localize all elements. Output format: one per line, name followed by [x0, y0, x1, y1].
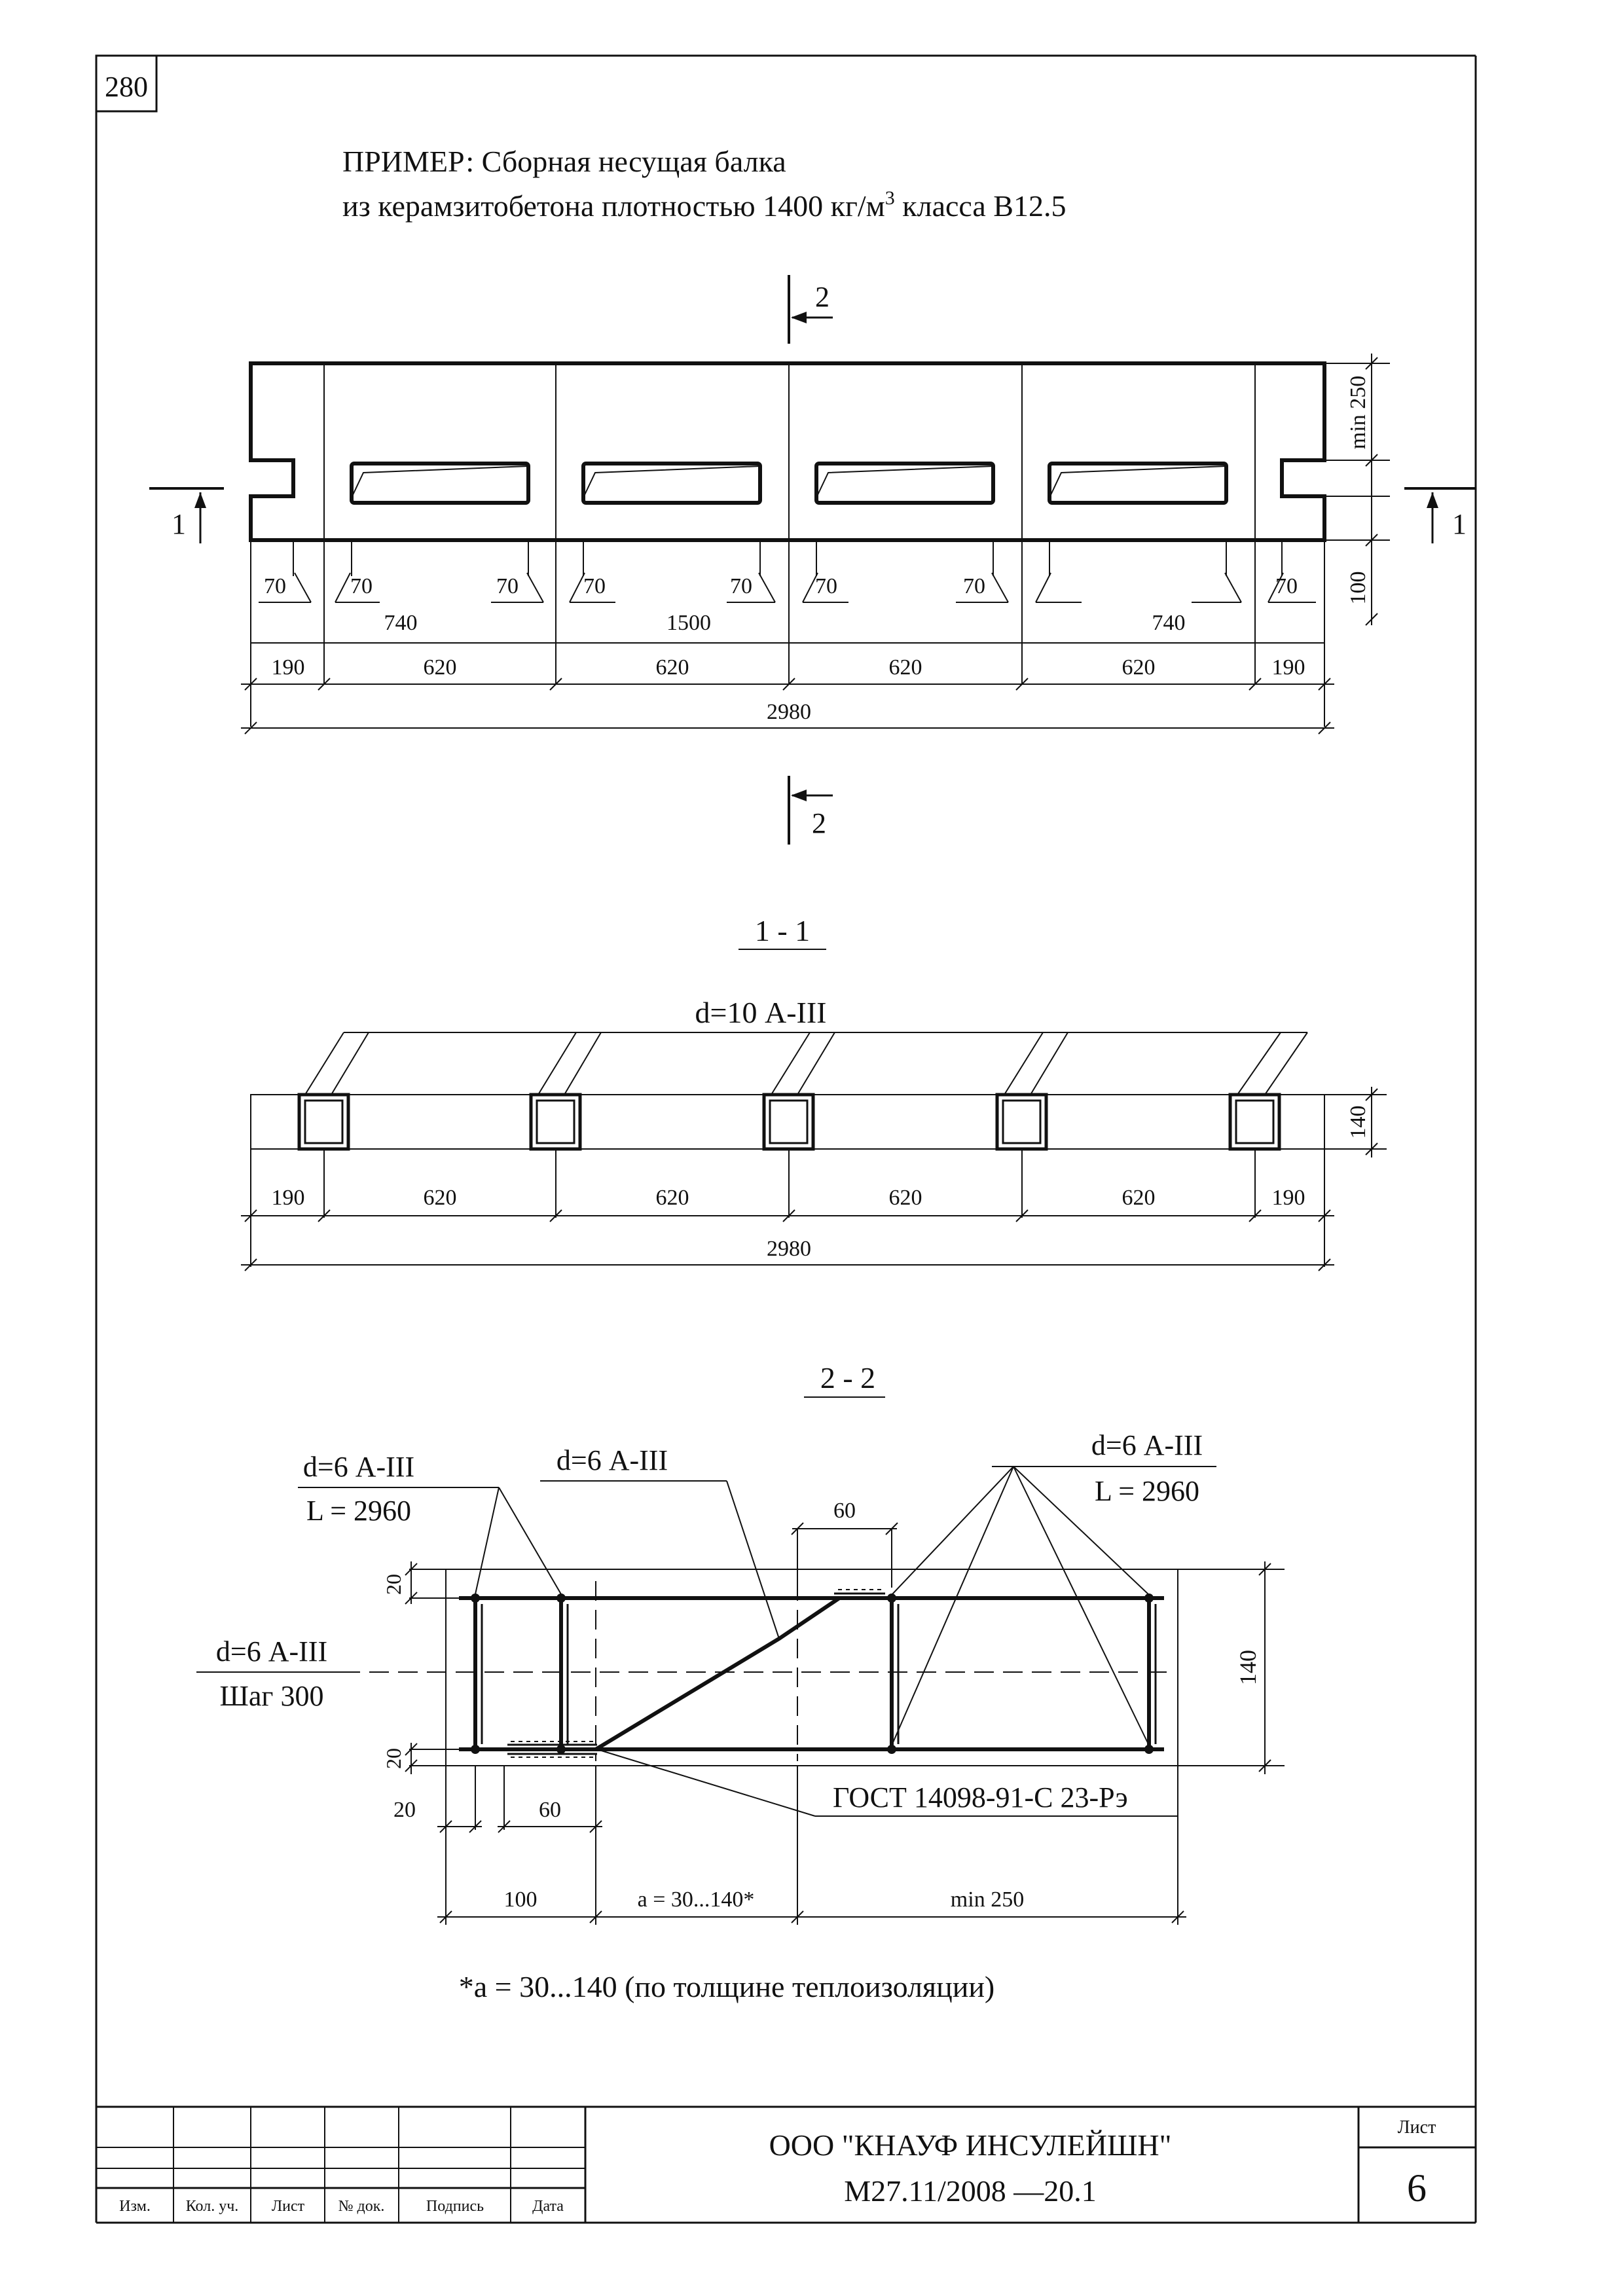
label-gost-weld: ГОСТ 14098-91-С 23-Рэ	[833, 1781, 1128, 1813]
dim-620: 620	[889, 655, 922, 680]
dim-620: 620	[1122, 655, 1156, 680]
dim-620: 620	[656, 1186, 689, 1210]
title-line-1: ПРИМЕР: Сборная несущая балка	[342, 145, 786, 178]
dim-total-2980: 2980	[767, 1237, 811, 1261]
label-stirrup-d6: d=6 А-III	[216, 1635, 327, 1667]
dim-20-bottom: 20	[382, 1748, 405, 1769]
dim-70: 70	[496, 574, 519, 598]
tb-sheet-label: Лист	[1398, 2117, 1436, 2138]
dim-140-vertical: 140	[1346, 1106, 1370, 1139]
dim-total-2980: 2980	[767, 700, 811, 724]
section-mark-2-top: 2	[815, 281, 830, 313]
dim-70: 70	[963, 574, 985, 598]
dim-20-horizontal: 20	[393, 1798, 416, 1822]
label-length-2960: L = 2960	[306, 1495, 411, 1527]
dim-min250-vertical: min 250	[1346, 376, 1370, 449]
beam-outline	[249, 361, 1326, 542]
dim-20-top: 20	[382, 1574, 405, 1595]
dim-100: 100	[504, 1887, 538, 1912]
dim-1500: 1500	[666, 611, 711, 635]
dim-70: 70	[350, 574, 373, 598]
dim-190: 190	[272, 1186, 305, 1210]
section-2-2-title: 2 - 2	[820, 1361, 875, 1394]
tb-company: ООО "КНАУФ ИНСУЛЕЙШН"	[769, 2128, 1172, 2162]
sheet-number-box: 280	[105, 71, 148, 103]
tb-col-list: Лист	[272, 2198, 305, 2215]
dim-740: 740	[1152, 611, 1186, 635]
section-2-2: 2 - 2	[196, 1361, 1285, 1925]
dim-70: 70	[730, 574, 752, 598]
dim-190: 190	[1272, 655, 1305, 680]
dim-620: 620	[889, 1186, 922, 1210]
dim-620: 620	[424, 1186, 457, 1210]
dim-60-top: 60	[833, 1499, 856, 1523]
section-mark-1-right: 1	[1452, 508, 1467, 540]
tb-col-date: Дата	[532, 2198, 564, 2215]
dim-740: 740	[384, 611, 418, 635]
section-1-1-title: 1 - 1	[755, 914, 810, 947]
dim-190: 190	[272, 655, 305, 680]
tb-doc-code: М27.11/2008 —20.1	[844, 2174, 1096, 2208]
label-diagonal-d6: d=6 А-III	[556, 1444, 668, 1476]
tb-sheet-number: 6	[1407, 2166, 1427, 2210]
dim-620: 620	[656, 655, 689, 680]
tb-col-doc-no: № док.	[338, 2198, 385, 2215]
dim-620: 620	[424, 655, 457, 680]
dim-620: 620	[1122, 1186, 1156, 1210]
section-mark-2-bottom: 2	[812, 807, 826, 839]
dim-60-bottom: 60	[539, 1798, 561, 1822]
tb-col-kol-uch: Кол. уч.	[186, 2198, 239, 2215]
dim-70: 70	[264, 574, 286, 598]
dim-140-vertical: 140	[1235, 1650, 1261, 1685]
dim-70: 70	[583, 574, 606, 598]
footnote: *a = 30...140 (по толщине теплоизоляции)	[459, 1970, 995, 2003]
section-mark-1-left: 1	[172, 508, 186, 540]
dim-70: 70	[1275, 574, 1298, 598]
label-stirrup-pitch: Шаг 300	[220, 1680, 324, 1712]
dim-190: 190	[1272, 1186, 1305, 1210]
title-line-2: из керамзитобетона плотностью 1400 кг/м3…	[342, 187, 1066, 223]
label-longitudinal-d6: d=6 А-III	[1091, 1429, 1203, 1461]
tb-col-signature: Подпись	[426, 2198, 484, 2215]
beam-openings	[350, 462, 1228, 505]
sheet-frame	[95, 54, 1477, 2224]
dim-100-vertical: 100	[1346, 572, 1370, 605]
title-block: Изм. Кол. уч. Лист № док. Подпись Дата О…	[96, 2105, 1476, 2223]
rebar-label-d10: d=10 А-III	[695, 996, 827, 1029]
dim-min250: min 250	[951, 1887, 1024, 1912]
dim-a-range: a = 30...140*	[638, 1887, 755, 1912]
dim-70: 70	[815, 574, 837, 598]
beam-elevation: 2 2 1 1 min 250 100	[149, 275, 1476, 845]
tb-col-izm: Изм.	[119, 2198, 151, 2215]
section-1-1: 1 - 1 d=10 А-III	[241, 914, 1387, 1271]
label-longitudinal-d6: d=6 А-III	[303, 1451, 414, 1483]
rebar-cages	[297, 1093, 1281, 1151]
label-length-2960: L = 2960	[1095, 1475, 1199, 1507]
